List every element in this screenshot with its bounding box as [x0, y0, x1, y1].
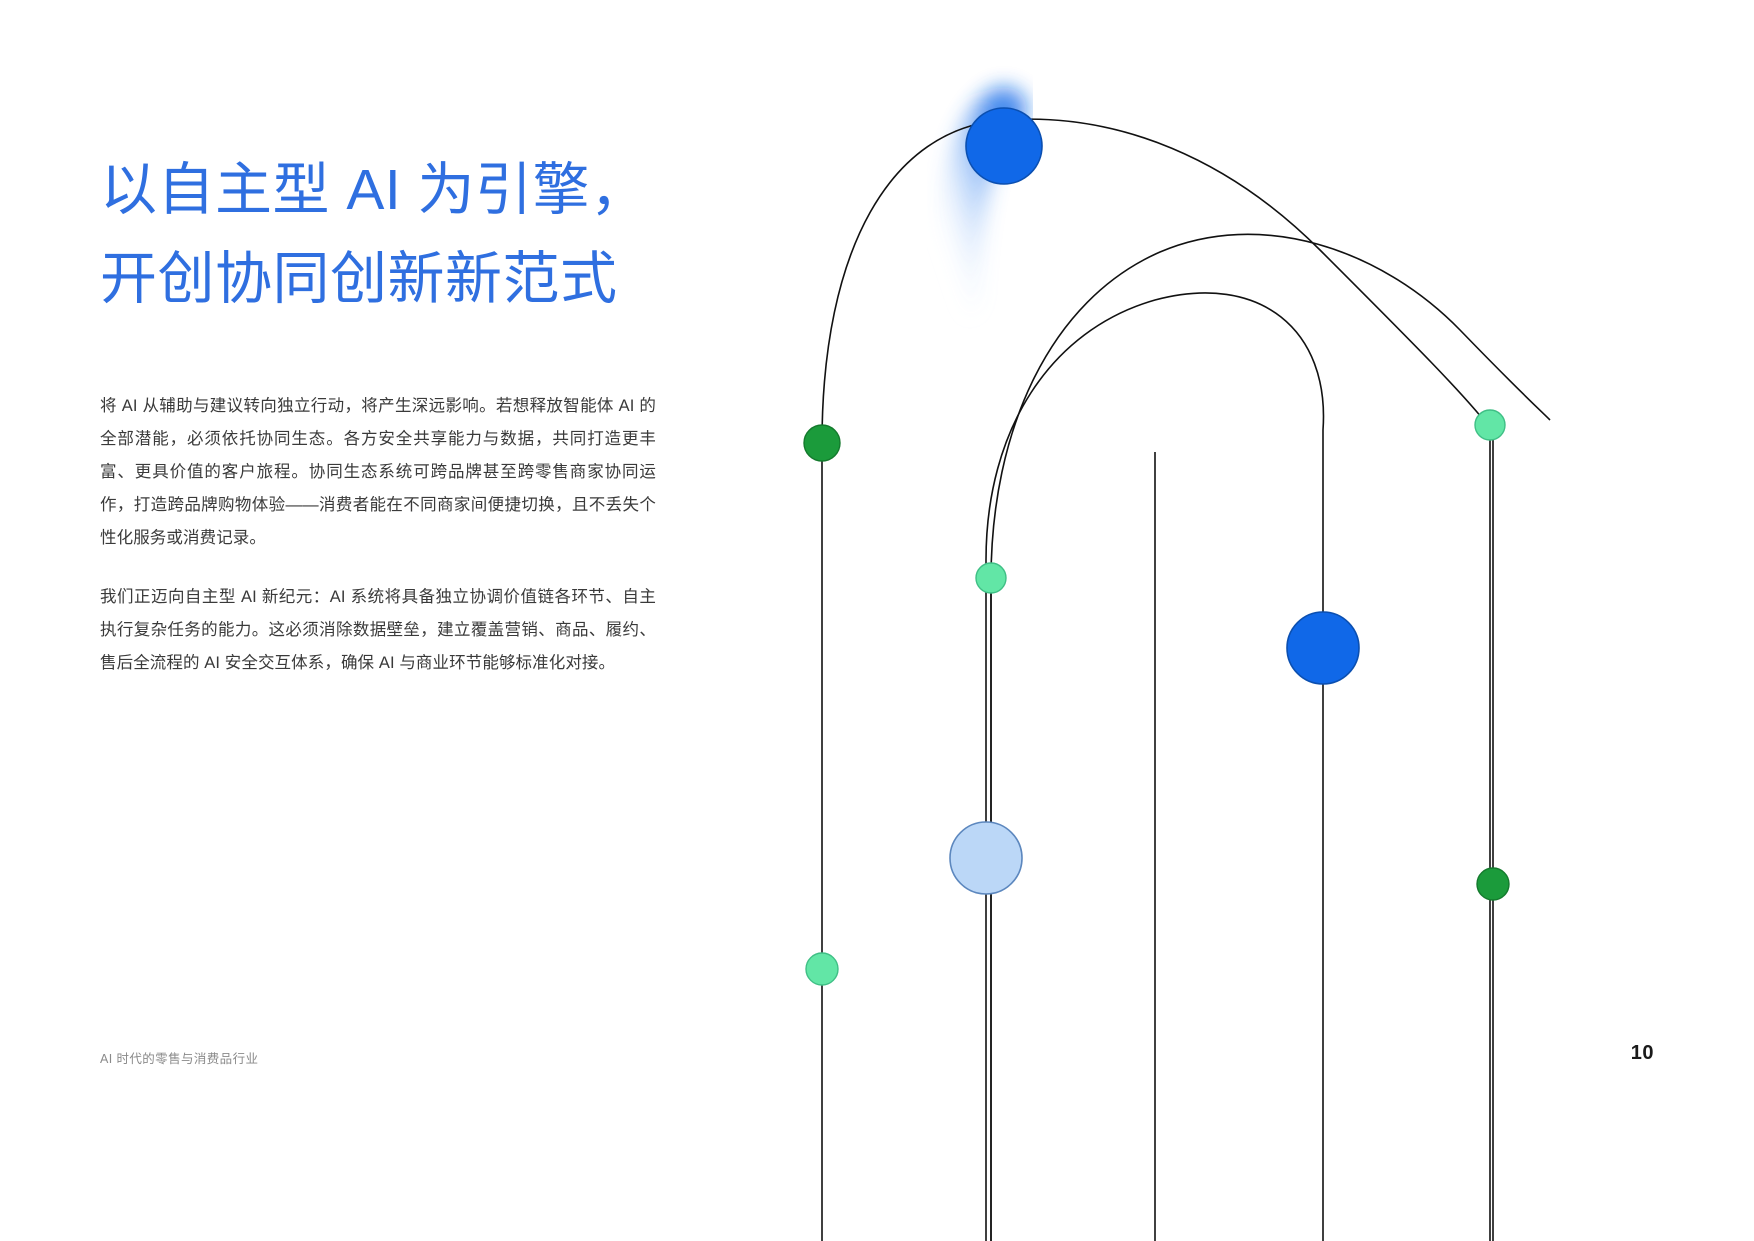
arc-inner	[985, 292, 1325, 1241]
node-mint-left-lower	[805, 952, 839, 986]
body-copy: 将 AI 从辅助与建议转向独立行动，将产生深远影响。若想释放智能体 AI 的全部…	[100, 390, 656, 706]
node-green-right-lower	[1476, 867, 1510, 901]
abstract-arcs-and-nodes-illustration	[760, 0, 1754, 1241]
node-blue-top-arc	[965, 107, 1043, 185]
node-mint-mid-left	[975, 562, 1007, 594]
left-content-column: 以自主型 AI 为引擎， 开创协同创新新范式 将 AI 从辅助与建议转向独立行动…	[100, 0, 680, 1241]
paragraph-1: 将 AI 从辅助与建议转向独立行动，将产生深远影响。若想释放智能体 AI 的全部…	[100, 397, 656, 547]
paragraph-2: 我们正迈向自主型 AI 新纪元：AI 系统将具备独立协调价值链各环节、自主执行复…	[100, 588, 656, 672]
nodes	[803, 107, 1510, 986]
footer-note: AI 时代的零售与消费品行业	[100, 1052, 259, 1066]
node-blue-mid-right	[1286, 611, 1360, 685]
node-green-left	[803, 424, 841, 462]
arc-outer	[821, 118, 1494, 1241]
node-mint-right	[1474, 409, 1506, 441]
node-pale-blue-center	[949, 821, 1023, 895]
page-number: 10	[1630, 1042, 1654, 1064]
arc-second	[990, 233, 1551, 1241]
page-title: 以自主型 AI 为引擎， 开创协同创新新范式	[100, 158, 648, 311]
arc-lines	[821, 118, 1551, 1241]
